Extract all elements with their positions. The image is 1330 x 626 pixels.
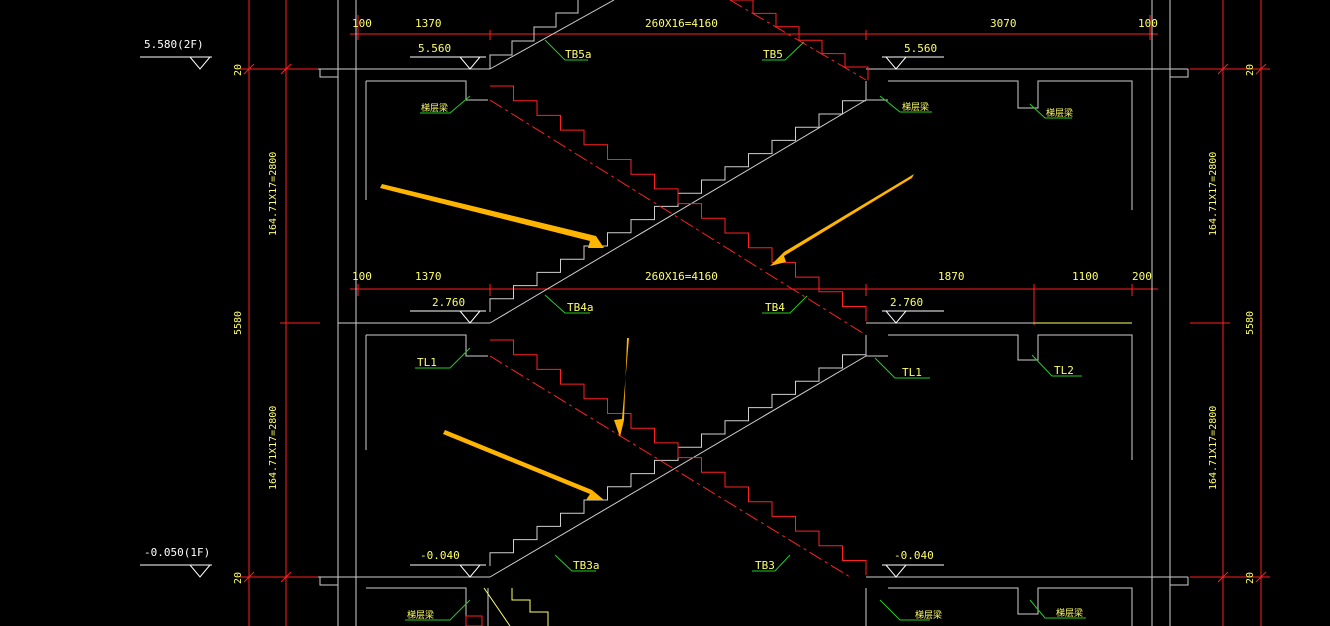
stair-flight-lower [489,354,866,566]
vdim-small-3: 20 [1245,64,1256,76]
vdim-left-upper: 164.71X17=2800 [268,152,279,236]
vdim-left-total: 5580 [233,311,244,335]
top-dim-4: 3070 [990,17,1017,30]
lower-flight-detail [465,587,549,626]
level-mark-1f-label: -0.050(1F) [144,546,210,559]
mid-dim-1: 100 [352,270,372,283]
top-dim-2: 1370 [415,17,442,30]
hidden-flight-upper [490,85,867,322]
visible-stair-flights [489,0,867,578]
stair-flight-upper [489,100,866,312]
vdim-right-total: 5580 [1245,311,1256,335]
tag-beam-1: 梯层梁 [421,102,448,114]
hidden-flight-lower [490,339,867,576]
tag-beam-2: 梯层梁 [902,101,929,113]
arrow-lower-middle [614,338,629,437]
level-mark-1f: -0.050(1F) [140,546,212,578]
top-dim-3: 260X16=4160 [645,17,718,30]
vertical-dimension-lines [240,0,1270,626]
vdim-small-2: 20 [233,572,244,584]
elevation-markers [410,56,944,578]
horizontal-dimension-lines [350,15,1158,325]
tag-beam-3: 梯层梁 [1046,107,1073,119]
elevation-top-left: 5.560 [418,42,451,55]
mid-dim-5: 1100 [1072,270,1099,283]
tag-beam-5: 梯层梁 [915,609,942,621]
elevation-mid-left: 2.760 [432,296,465,309]
tag-tb5a: TB5a [565,48,592,61]
mid-dim-3: 260X16=4160 [645,270,718,283]
top-dim-5: 100 [1138,17,1158,30]
annotation-arrows [380,174,914,500]
arrow-upper-left [380,184,604,248]
tag-tl2: TL2 [1054,364,1074,377]
tag-tb5: TB5 [763,48,783,61]
stair-flight-upper-top [489,0,579,69]
tag-tb3: TB3 [755,559,775,572]
arrow-upper-right [770,174,914,266]
vdim-left-lower: 164.71X17=2800 [268,406,279,490]
mid-dim-6: 200 [1132,270,1152,283]
mid-dim-4: 1870 [938,270,965,283]
hidden-stair-flights [489,0,869,578]
elevation-bot-left: -0.040 [420,549,460,562]
elevation-bot-right: -0.040 [894,549,934,562]
tag-tb3a: TB3a [573,559,600,572]
level-mark-2f: 5.580(2F) [140,38,212,70]
structure-walls [318,0,1189,626]
level-mark-2f-label: 5.580(2F) [144,38,204,51]
tag-tl1-left: TL1 [417,356,437,369]
vdim-right-upper: 164.71X17=2800 [1208,152,1219,236]
vdim-small-1: 20 [233,64,244,76]
vdim-small-4: 20 [1245,572,1256,584]
elevation-mid-right: 2.760 [890,296,923,309]
tag-beam-4: 梯层梁 [407,609,434,621]
tag-beam-6: 梯层梁 [1056,607,1083,619]
elevation-top-right: 5.560 [904,42,937,55]
tag-tl1-right: TL1 [902,366,922,379]
mid-dim-2: 1370 [415,270,442,283]
tag-leaders [405,39,1086,621]
arrow-lower-left [443,430,604,500]
top-dim-1: 100 [352,17,372,30]
tag-tb4a: TB4a [567,301,594,314]
vdim-right-lower: 164.71X17=2800 [1208,406,1219,490]
tag-tb4: TB4 [765,301,785,314]
